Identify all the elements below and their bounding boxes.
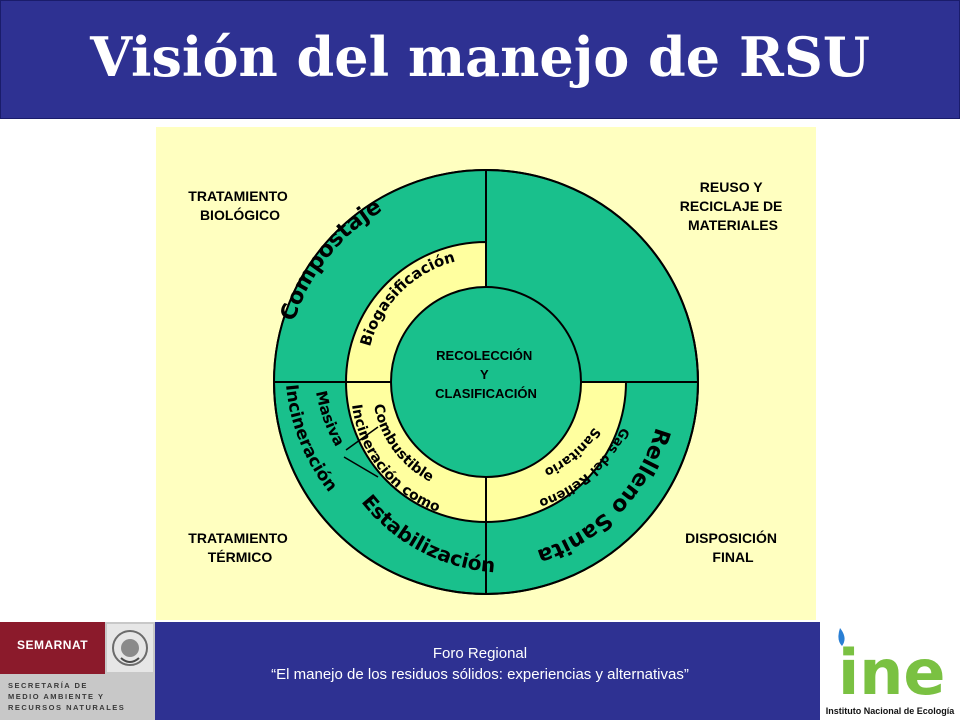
mexico-seal-icon [107,624,153,672]
title-bar [0,0,960,119]
diagram-svg: TRATAMIENTO BIOLÓGICO REUSO Y RECICLAJE … [148,108,816,620]
water-drop-icon [838,628,845,646]
ine-institution-name: Instituto Nacional de Ecología [825,706,955,716]
corner-label-top-left: TRATAMIENTO BIOLÓGICO [188,188,291,223]
corner-label-top-right: REUSO Y RECICLAJE DE MATERIALES [680,179,787,233]
semarnat-subtitle: SECRETARÍA DE MEDIO AMBIENTE Y RECURSOS … [8,681,126,712]
ine-mark-text: ine [838,636,945,706]
rsu-diagram: TRATAMIENTO BIOLÓGICO REUSO Y RECICLAJE … [148,108,816,620]
footer-text: Foro Regional “El manejo de los residuos… [160,643,800,685]
corner-label-bottom-left: TRATAMIENTO TÉRMICO [188,530,291,565]
corner-label-bottom-right: DISPOSICIÓN FINAL [685,529,781,565]
footer-bar [0,622,960,720]
semarnat-logo: SEMARNAT SECRETARÍA DE MEDIO AMBIENTE Y … [0,622,155,720]
ine-logo: ine Instituto Nacional de Ecología [820,622,960,720]
footer-line-1: Foro Regional [432,645,528,662]
semarnat-banner: SEMARNAT [0,622,105,674]
page-title: Visión del manejo de RSU [90,25,870,89]
ine-logo-mark: ine [838,628,945,709]
center-label: RECOLECCIÓN Y CLASIFICACIÓN [435,348,537,401]
semarnat-name: SEMARNAT [16,638,89,652]
center-circle [390,286,582,478]
footer-line-2: “El manejo de los residuos sólidos: expe… [271,666,689,683]
